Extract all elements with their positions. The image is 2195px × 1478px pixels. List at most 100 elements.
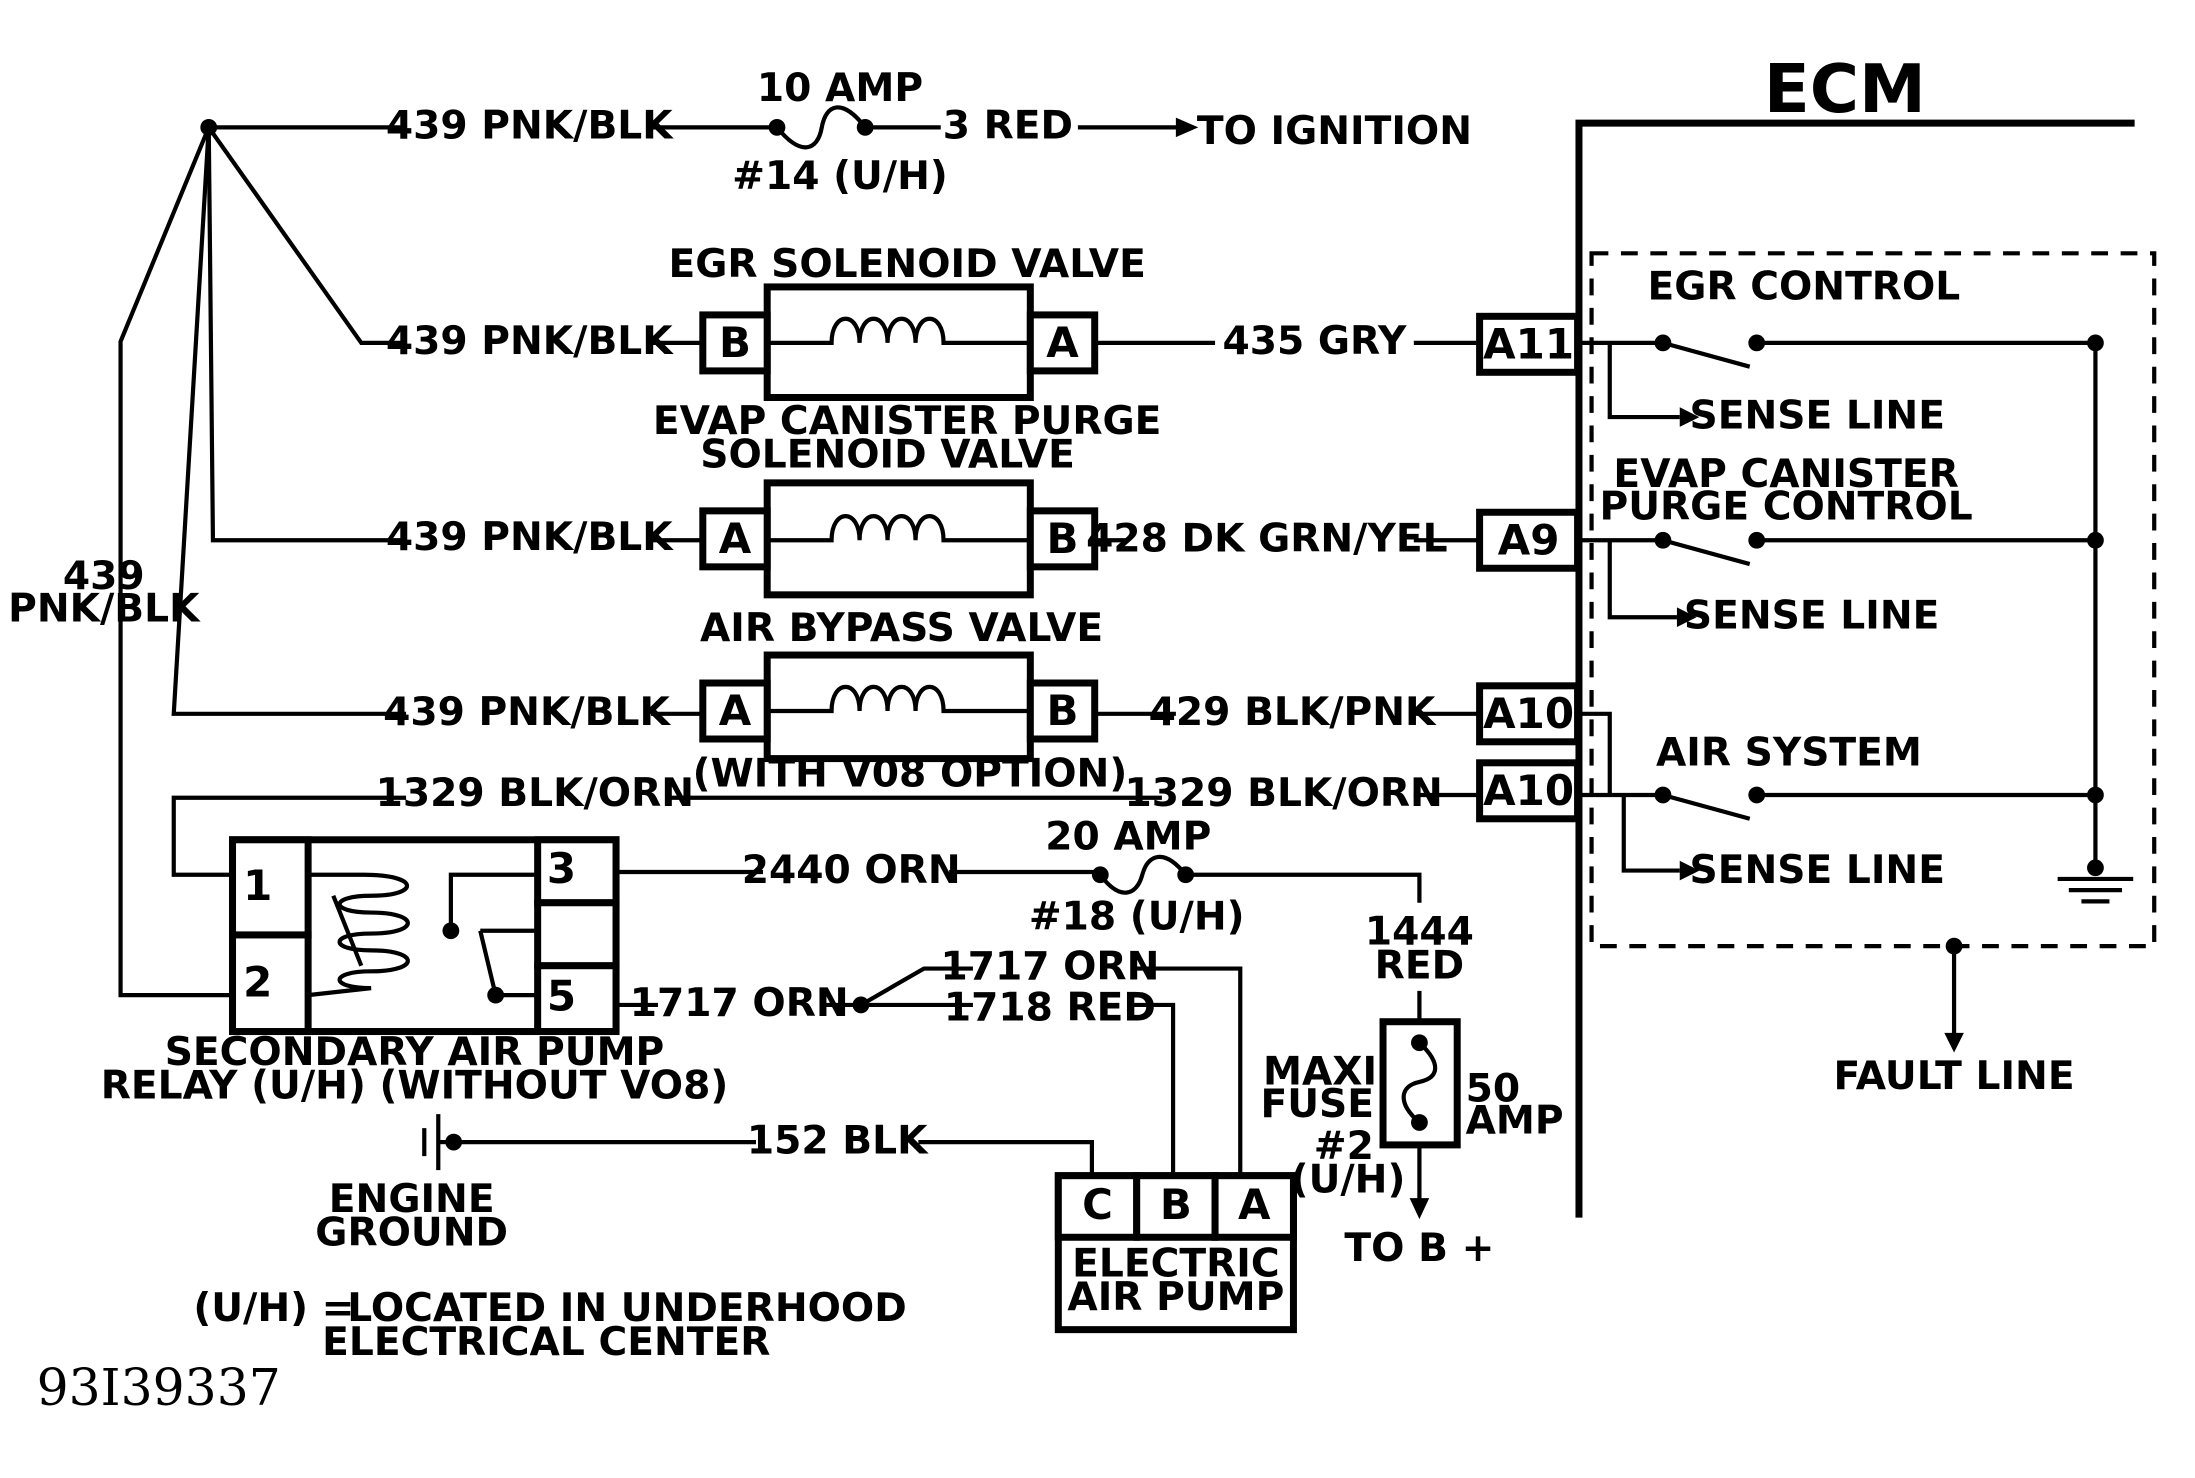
- fuse-icon: [1401, 1041, 1438, 1125]
- ecm-pin-a10-bottom-label: A10: [1483, 766, 1574, 815]
- wire-1718-label: 1718 RED: [944, 985, 1156, 1030]
- electric-air-pump: C B A ELECTRIC AIR PUMP: [1054, 1172, 1297, 1334]
- wire-1444-red: [1185, 872, 1422, 1022]
- figure-id: 93I39337: [37, 1358, 281, 1417]
- relay-pin-1: 1: [243, 861, 272, 910]
- maxi-fuse-amp-1: 50: [1466, 1067, 1521, 1112]
- ecm-internal-boundary: [1589, 251, 2157, 949]
- maxi-fuse-label-2: FUSE: [1260, 1082, 1374, 1127]
- wire-439-to-air-bypass: [171, 127, 407, 716]
- evap-sense-line: [1607, 540, 1677, 620]
- legend-description-2: ELECTRICAL CENTER: [322, 1320, 770, 1365]
- legend: (U/H) = LOCATED IN UNDERHOOD ELECTRICAL …: [193, 1286, 906, 1365]
- arrow-down-icon: [1409, 1198, 1430, 1220]
- fuse-10-amp-label: 10 AMP: [757, 66, 923, 111]
- egr-sense-line: [1607, 342, 1680, 420]
- egr-control-switch: [1578, 340, 2096, 369]
- ecm-pin-a9-label: A9: [1498, 515, 1560, 564]
- egr-valve-title: EGR SOLENOID VALVE: [668, 242, 1145, 287]
- maxi-fuse-location-1: #2: [1314, 1124, 1374, 1169]
- pump-pin-c: C: [1082, 1180, 1113, 1229]
- air-bypass-pin-a: A: [719, 686, 752, 735]
- fuse-20-location-label: #18 (U/H): [1029, 894, 1245, 939]
- air-bypass-title: AIR BYPASS VALVE: [700, 606, 1103, 651]
- maxi-fuse-label-1: MAXI: [1263, 1050, 1377, 1095]
- air-sense-line: [1621, 794, 1680, 873]
- wire-1329: 1329 BLK/ORN 1329 BLK/ORN: [171, 771, 1480, 877]
- pump-power-circuit: 2440 ORN 20 AMP #18 (U/H) 1444 RED MAXI …: [616, 815, 1564, 1271]
- evap-control-title-2: PURGE CONTROL: [1600, 484, 1973, 529]
- evap-sense-line-label: SENSE LINE: [1684, 593, 1939, 638]
- wire-435-label: 435 GRY: [1222, 319, 1407, 364]
- relay-pin-5: 5: [547, 972, 576, 1021]
- evap-purge-solenoid-valve: EVAP CANISTER PURGE SOLENOID VALVE A B 4…: [651, 399, 1480, 599]
- to-bplus-label: TO B +: [1344, 1226, 1494, 1271]
- pump-pin-b: B: [1160, 1180, 1192, 1229]
- pump-title-2: AIR PUMP: [1067, 1275, 1284, 1320]
- legend-description-1: LOCATED IN UNDERHOOD: [347, 1286, 906, 1331]
- relay-pin-2: 2: [243, 958, 272, 1007]
- wire-1718-red: [860, 1002, 1176, 1176]
- egr-sense-line-label: SENSE LINE: [1690, 393, 1945, 438]
- air-sense-line-label: SENSE LINE: [1690, 848, 1945, 893]
- ecm-title: ECM: [1764, 50, 1926, 128]
- air-bypass-pin-b: B: [1047, 686, 1079, 735]
- evap-pin-a: A: [719, 514, 752, 563]
- feed-439: 439 PNK/BLK 439 PNK/BLK 439 PNK/BLK 439 …: [8, 104, 773, 998]
- wire-439-vertical-label-2: PNK/BLK: [8, 586, 201, 631]
- fuse-10-amp: 10 AMP #14 (U/H) 3 RED TO IGNITION: [732, 66, 1472, 199]
- wire-3-red-label: 3 RED: [943, 104, 1073, 149]
- coil-icon: [767, 514, 1031, 543]
- wire-1717-to-pump: [859, 966, 1243, 1176]
- relay-coil-icon: [307, 872, 410, 998]
- fuse-10-location-label: #14 (U/H): [732, 154, 948, 199]
- egr-solenoid-valve: EGR SOLENOID VALVE B A 435 GRY: [651, 242, 1480, 401]
- wire-439-vertical-label-1: 439: [63, 554, 145, 599]
- air-system-switch: [1578, 711, 2096, 821]
- air-bypass-valve: AIR BYPASS VALVE A B (WITH V08 OPTION) 4…: [651, 606, 1480, 797]
- legend-abbreviation: (U/H) =: [193, 1286, 354, 1331]
- fault-line-label: FAULT LINE: [1834, 1054, 2075, 1099]
- ecm-pin-a10-top-label: A10: [1483, 689, 1574, 738]
- evap-control-title-1: EVAP CANISTER: [1613, 452, 1958, 497]
- ecm-pin-a10-bottom: [1476, 759, 1582, 823]
- wire-429-label: 429 BLK/PNK: [1149, 690, 1437, 735]
- relay-switch-icon: [448, 872, 538, 998]
- air-bypass-option-label: (WITH V08 OPTION): [693, 752, 1128, 797]
- relay-pin-3: 3: [547, 844, 576, 893]
- ecm-pin-a11-label: A11: [1483, 319, 1574, 368]
- maxi-fuse-location-2: (U/H): [1291, 1157, 1406, 1202]
- wire-152-blk: [450, 1139, 1095, 1176]
- relay-title-2: RELAY (U/H) (WITHOUT VO8): [101, 1064, 729, 1109]
- arrow-right-icon: [1175, 117, 1199, 138]
- engine-ground-label-2: GROUND: [315, 1211, 508, 1256]
- fuse-icon: [1098, 854, 1188, 895]
- pump-wiring: 1717 ORN 1717 ORN 1718 RED 152 BLK ENGIN…: [315, 945, 1243, 1256]
- maxi-fuse-amp-2: AMP: [1466, 1099, 1564, 1144]
- ground-icon: [2057, 876, 2134, 904]
- wire-439-to-egr: [207, 126, 407, 346]
- wire-439-label-4: 439 PNK/BLK: [383, 690, 671, 735]
- wire-1329-blk-orn: [171, 792, 1480, 877]
- egr-pin-b: B: [719, 318, 751, 367]
- wire-439-label-3: 439 PNK/BLK: [386, 515, 674, 560]
- air-system-title: AIR SYSTEM: [1656, 731, 1922, 776]
- engine-ground-icon: [422, 1114, 441, 1171]
- relay-coil-core: [331, 894, 364, 967]
- wire-1717-label-2: 1717 ORN: [940, 945, 1159, 990]
- coil-icon: [767, 316, 1031, 346]
- wire-428-label: 428 DK GRN/YEL: [1086, 516, 1447, 561]
- engine-ground-label-1: ENGINE: [329, 1177, 495, 1222]
- to-ignition-label: TO IGNITION: [1197, 109, 1472, 154]
- evap-valve-title-2: SOLENOID VALVE: [700, 432, 1075, 477]
- wire-1717-label-1: 1717 ORN: [630, 981, 849, 1026]
- wire-439-label-2: 439 PNK/BLK: [386, 319, 674, 364]
- wire-1444-label-1: 1444: [1365, 910, 1474, 955]
- egr-pin-a: A: [1046, 318, 1079, 367]
- pump-title-1: ELECTRIC: [1072, 1241, 1279, 1286]
- secondary-air-pump-relay: 1 2 3 5 SECONDARY AIR PUMP RELAY (U/H) (…: [101, 836, 729, 1109]
- wire-439-label-1: 439 PNK/BLK: [386, 104, 674, 149]
- wire-439-to-evap: [206, 127, 407, 543]
- evap-pin-b: B: [1047, 514, 1079, 563]
